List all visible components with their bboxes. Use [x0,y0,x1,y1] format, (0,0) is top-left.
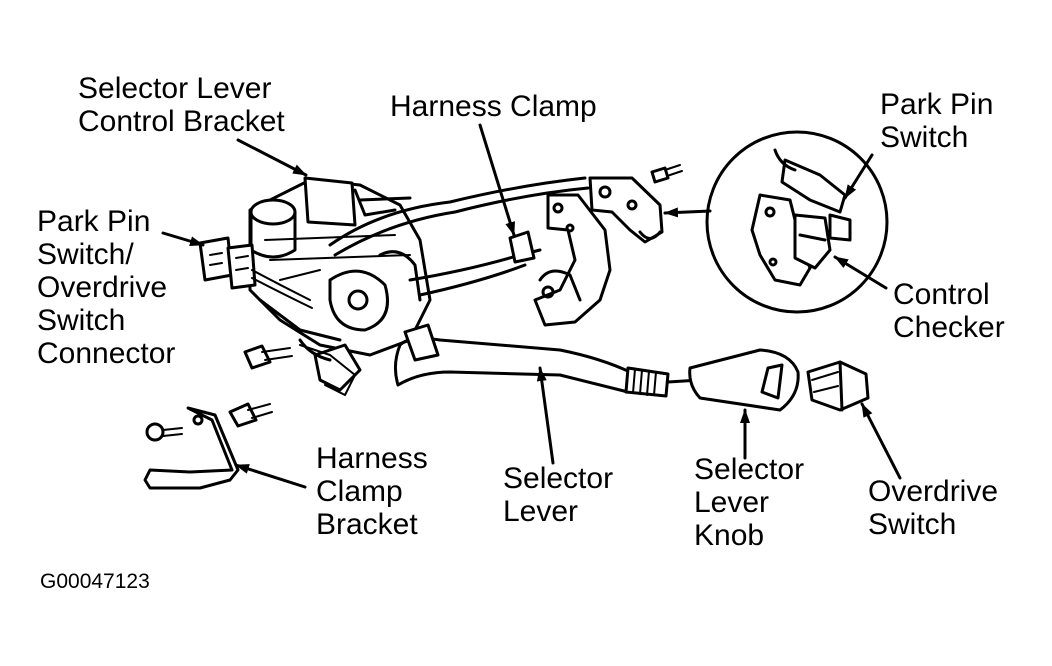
selector-lever-rod-illustration [393,323,702,398]
label-park-pin-overdrive-connector: Park Pin Switch/ Overdrive Switch Connec… [37,205,176,370]
label-overdrive-switch: Overdrive Switch [868,475,999,541]
park-pin-switch-inset [705,130,889,314]
label-park-pin-switch-inset: Park Pin Switch [880,88,994,154]
label-selector-lever-control-bracket: Selector Lever Control Bracket [78,72,285,138]
harness-wiring-illustration [328,176,590,297]
label-harness-clamp: Harness Clamp [390,90,597,123]
harness-clamp-bracket-illustration [143,344,356,490]
figure-id: G00047123 [40,570,150,593]
label-selector-lever-knob: Selector Lever Knob [694,453,805,552]
label-control-checker: Control Checker [893,278,1005,344]
leader-arrows [161,123,902,489]
control-bracket-illustration [248,176,432,392]
shift-gate-plate-illustration [533,193,612,327]
label-selector-lever: Selector Lever [503,462,614,528]
label-harness-clamp-bracket: Harness Clamp Bracket [316,442,428,541]
park-pin-switch-illustration [588,164,683,244]
connector-illustration [198,236,313,309]
overdrive-switch-illustration [806,360,870,412]
selector-lever-knob-illustration [688,348,800,412]
